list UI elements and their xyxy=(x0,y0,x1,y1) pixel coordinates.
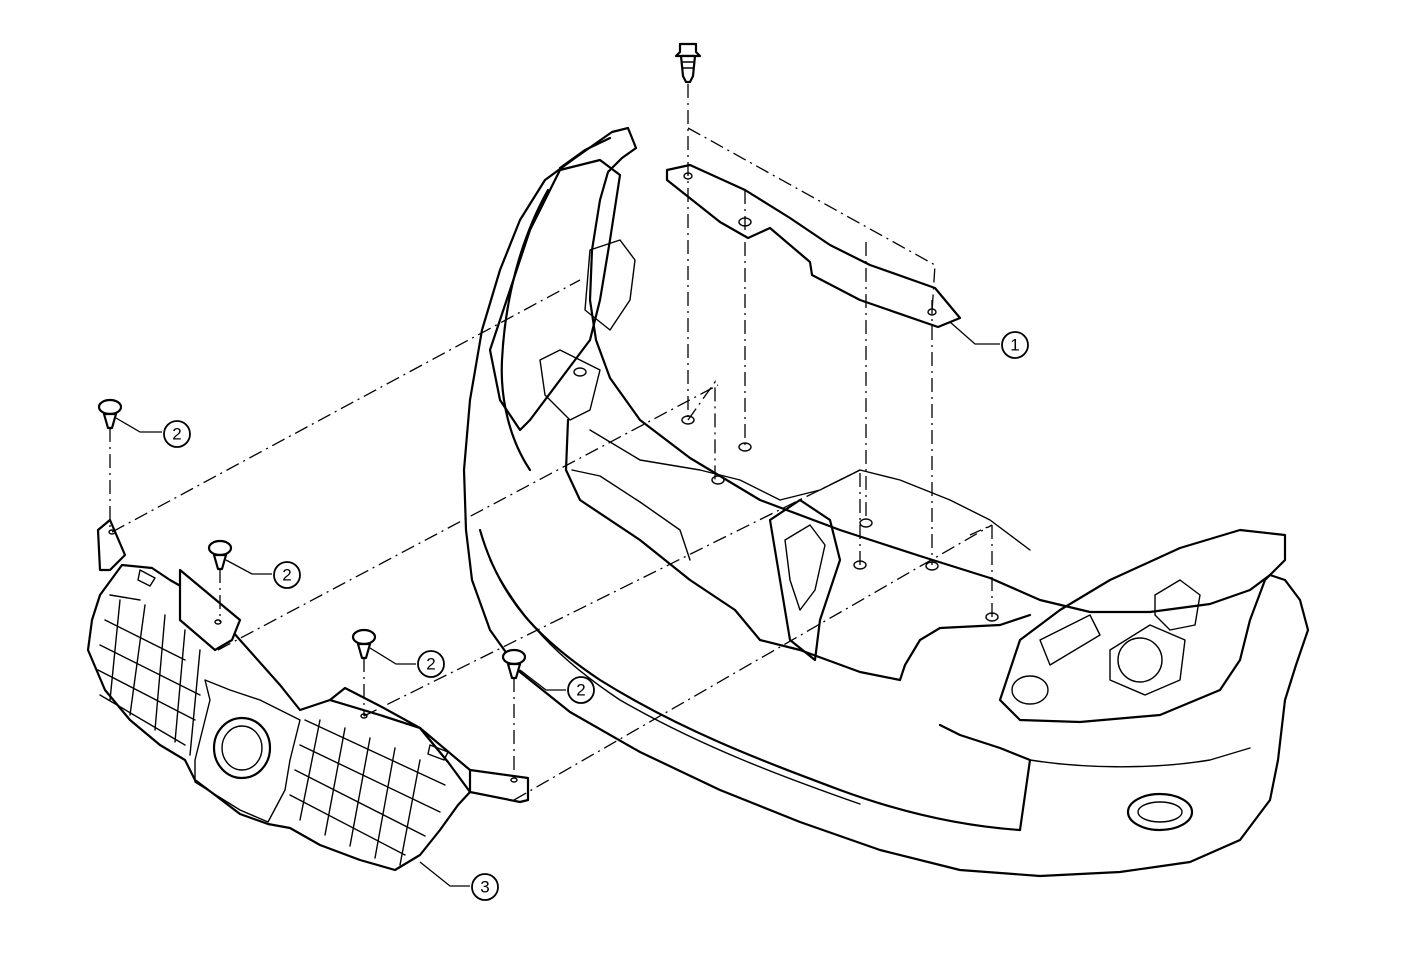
grille-clips xyxy=(97,398,527,680)
clip-c xyxy=(351,628,377,660)
callout-1-label: 1 xyxy=(1010,336,1019,355)
callout-3: 3 xyxy=(471,873,499,901)
callout-3-label: 3 xyxy=(480,878,489,897)
assembly-lines xyxy=(109,84,993,801)
leader-lines xyxy=(115,321,1000,887)
upper-cover-plate xyxy=(665,163,962,329)
callout-2-clip-a: 2 xyxy=(163,420,191,448)
clip-a xyxy=(97,398,123,430)
callout-2b-label: 2 xyxy=(282,566,291,585)
callout-2a-label: 2 xyxy=(172,425,181,444)
front-grille xyxy=(86,518,530,872)
callout-2-clip-c: 2 xyxy=(417,650,445,678)
callout-2c-label: 2 xyxy=(426,655,435,674)
clip-d xyxy=(501,648,527,680)
clip-b xyxy=(207,539,233,571)
callout-2d-label: 2 xyxy=(576,681,585,700)
push-pin-fastener xyxy=(674,42,702,84)
callout-1: 1 xyxy=(1001,331,1029,359)
bumper-fascia xyxy=(462,126,1310,878)
callout-2-clip-d: 2 xyxy=(567,676,595,704)
callout-2-clip-b: 2 xyxy=(273,561,301,589)
